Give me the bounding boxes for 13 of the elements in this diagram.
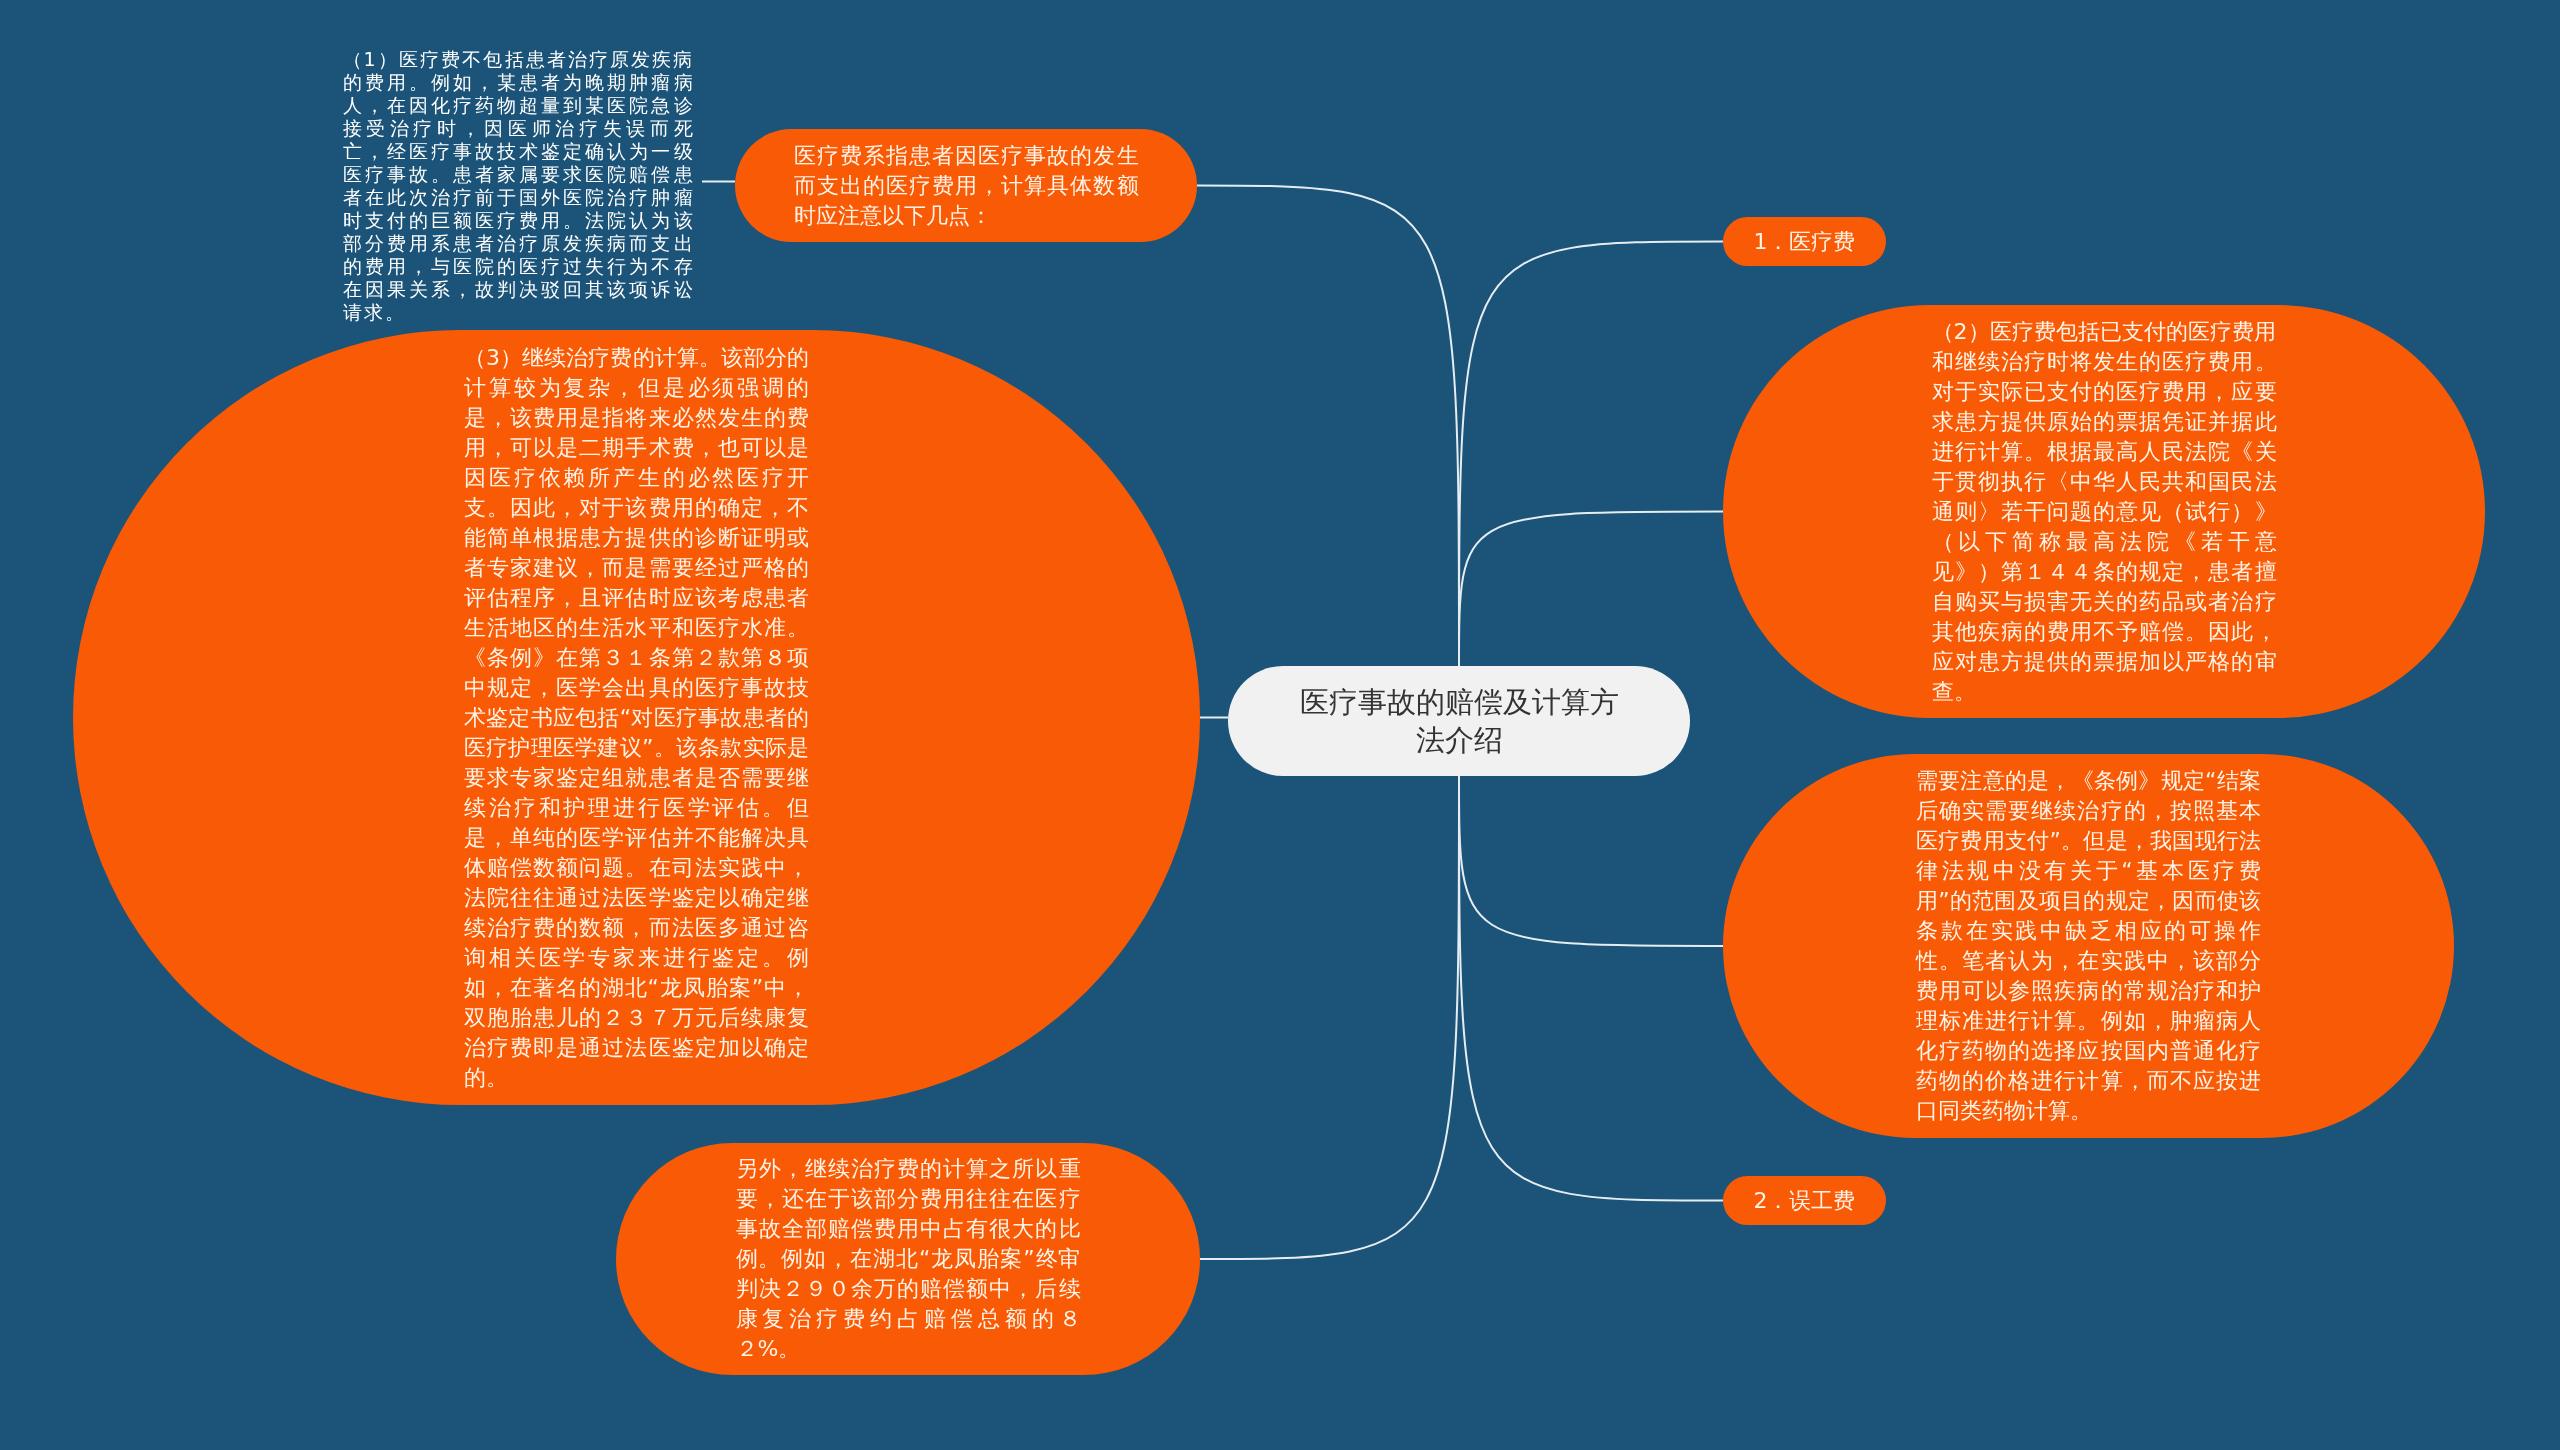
topic-text: 另外，继续治疗费的计算之所以重要，还在于该部分费用往往在医疗事故全部赔偿费用中占有很大的比例。例如，在湖北“龙凤胎案”终审判决２９０余万的赔偿额中，后续康复治疗费约占赔偿总额的８２%。 <box>735 1155 1081 1363</box>
topic-text: 1．医疗费 <box>1753 227 1856 256</box>
topic-text: （2）医疗费包括已支付的医疗费用和继续治疗时将发生的医疗费用。对于实际已支付的医疗费用，应要求患方提供原始的票据凭证并据此进行计算。根据最高人民法院《关于贯彻执行〈中华人民共和国民法通则〉若干问题的意见（试行）》（以下简称最高法院《若干意见》）第１４４条的规定，患者擅自购买与损害无关的药品或者治疗其他疾病的费用不予赔偿。因此，应对患方提供的票据加以严格的审查。 <box>1931 317 2277 706</box>
note-text: （1）医疗费不包括患者治疗原发疾病的费用。例如，某患者为晚期肿瘤病人，在因化疗药物超量到某医院急诊接受治疗时，因医师治疗失误而死亡，经医疗事故技术鉴定确认为一级医疗事故。患者家属要求医院赔偿患者在此次治疗前于国外医院治疗肿瘤时支付的巨额医疗费用。法院认为该部分费用系患者治疗原发疾病而支出的费用，与医院的医疗过失行为不存在因果关系，故判决驳回其该项诉讼请求。 <box>342 48 695 324</box>
topic-text: 医疗费系指患者因医疗事故的发生而支出的医疗费用，计算具体数额时应注意以下几点： <box>793 141 1139 230</box>
topic-text: 2．误工费 <box>1753 1186 1856 1215</box>
topic-text: 需要注意的是，《条例》规定“结案后确实需要继续治疗的，按照基本医疗费用支付”。但是，我国现行法律法规中没有关于“基本医疗费用”的范围及项目的规定，因而使该条款在实践中缺乏相应的可操作性。笔者认为，在实践中，该部分费用可以参照疾病的常规治疗和护理标准进行计算。例如，肿瘤病人化疗药物的选择应按国内普通化疗药物的价格进行计算，而不应按进口同类药物计算。 <box>1916 767 2261 1125</box>
topic-text: （3）继续治疗费的计算。该部分的计算较为复杂，但是必须强调的是，该费用是指将来必然发生的费用，可以是二期手术费，也可以是因医疗依赖所产生的必然医疗开支。因此，对于该费用的确定，不能简单根据患方提供的诊断证明或者专家建议，而是需要经过严格的评估程序，且评估时应该考虑患者生活地区的生活水平和医疗水准。《条例》在第３１条第２款第８项中规定，医学会出具的医疗事故技术鉴定书应包括“对医疗事故患者的医疗护理医学建议”。该条款实际是要求专家鉴定组就患者是否需要继续治疗和护理进行医学评估。但是，单纯的医学评估并不能解决具体赔偿数额问题。在司法实践中，法院往往通过法医学鉴定以确定继续治疗费的数额，而法医多通过咨询相关医学专家来进行鉴定。例如，在著名的湖北“龙凤胎案”中，双胞胎患儿的２３７万元后续康复治疗费即是通过法医鉴定加以确定的。 <box>464 343 809 1092</box>
topic-text: 医疗事故的赔偿及计算方法介绍 <box>1298 684 1620 759</box>
connector-line <box>1199 716 1229 719</box>
topic-pill <box>1723 1176 1886 1225</box>
connector-line <box>701 180 736 183</box>
topic-pill <box>1723 217 1886 266</box>
